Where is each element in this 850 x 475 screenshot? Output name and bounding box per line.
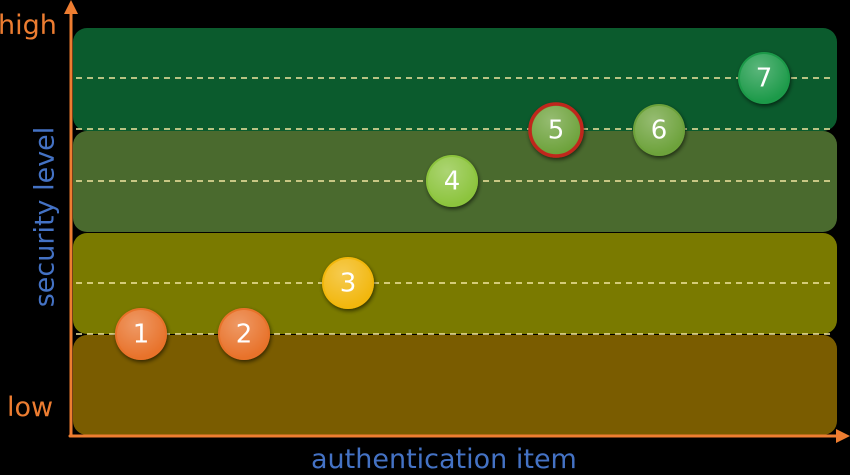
x-axis-title: authentication item	[311, 444, 577, 475]
item-circle-2: 2	[218, 308, 270, 360]
authentication-items: 1 2 3 4 5 6 7	[115, 52, 790, 360]
item-circle-gloss	[220, 310, 268, 358]
item-circle-6: 6	[633, 104, 685, 156]
item-circle-5: 5	[528, 102, 584, 158]
x-axis-arrowhead	[836, 429, 850, 443]
item-circle-7: 7	[738, 52, 790, 104]
item-circle-gloss	[428, 157, 476, 205]
item-number-label: 5	[548, 116, 565, 146]
band-high	[73, 28, 837, 131]
item-number-label: 1	[133, 320, 150, 350]
item-circle-gloss	[635, 106, 683, 154]
item-circle-3: 3	[322, 257, 374, 309]
item-number-label: 2	[236, 320, 253, 350]
item-circle-gloss	[117, 310, 165, 358]
item-circle-gloss	[740, 54, 788, 102]
y-axis-title: security level	[29, 126, 61, 308]
item-number-label: 7	[756, 64, 773, 94]
axes	[68, 8, 840, 438]
item-number-label: 6	[651, 116, 668, 146]
item-circle-gloss	[532, 106, 580, 154]
y-axis-high-label: high	[0, 10, 57, 41]
item-circle-4: 4	[426, 155, 478, 207]
band-low	[73, 335, 837, 435]
item-number-label: 4	[444, 167, 461, 197]
item-number-label: 3	[340, 269, 357, 299]
y-axis-low-label: low	[7, 392, 54, 423]
y-axis-arrowhead	[64, 0, 78, 14]
item-circle-gloss	[324, 259, 372, 307]
item-circle-1: 1	[115, 308, 167, 360]
